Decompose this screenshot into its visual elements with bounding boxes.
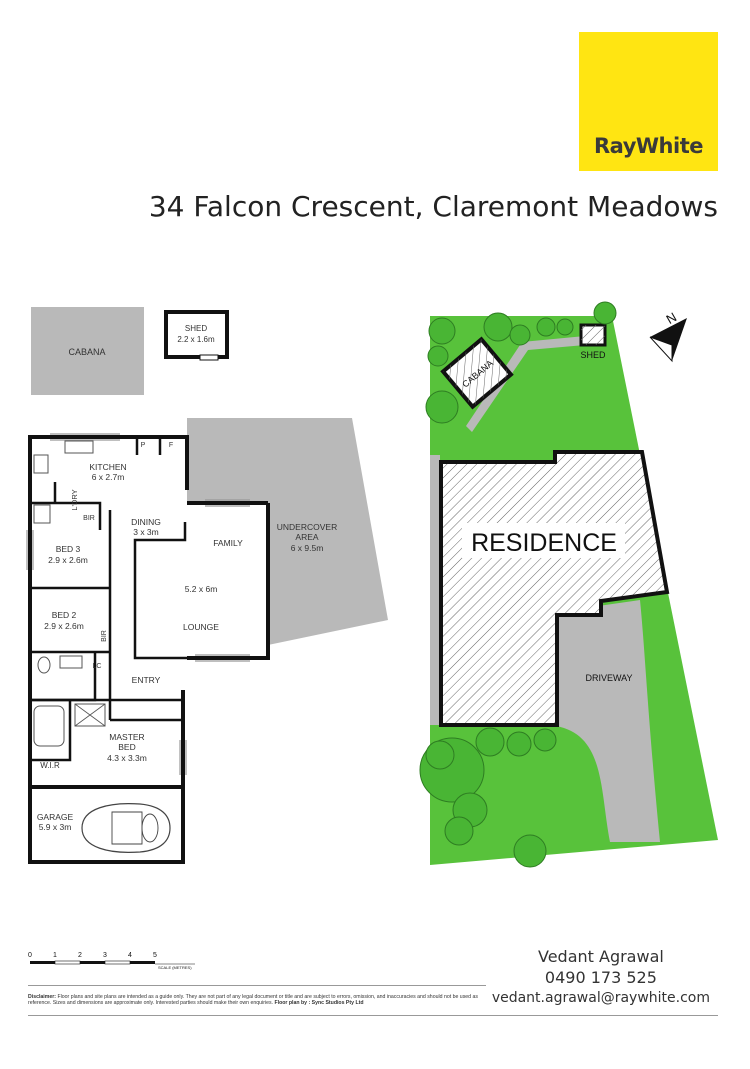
scale-tick-3: 3: [103, 952, 107, 959]
vanity: [59, 655, 83, 669]
site-plan: RESIDENCE CABANA SHED DRIVEWAY N: [419, 301, 718, 868]
undercover-label-1: UNDERCOVER: [277, 522, 337, 532]
lounge-label: LOUNGE: [183, 622, 219, 632]
garage-label: GARAGE: [37, 812, 74, 822]
bed2-size: 2.9 x 2.6m: [44, 621, 84, 631]
shed-label: SHED: [185, 324, 207, 333]
disclaimer-label: Disclaimer:: [28, 994, 56, 1000]
bed3-label: BED 3: [56, 544, 81, 554]
bed3-size: 2.9 x 2.6m: [48, 555, 88, 565]
garden-path: [466, 336, 585, 432]
residence-label-bg: [462, 523, 625, 558]
toilet: [37, 656, 51, 674]
residence-label: RESIDENCE: [471, 529, 617, 557]
shower: [74, 703, 106, 727]
scale-tick-4: 4: [128, 952, 132, 959]
agent-contact: Vedant Agrawal 0490 173 525 vedant.agraw…: [492, 946, 710, 1009]
disclaimer: Disclaimer: Floor plans and site plans a…: [28, 994, 486, 1007]
trees: [419, 301, 617, 868]
raywhite-logo: RayWhite: [579, 32, 718, 171]
dining-size: 3 x 3m: [133, 527, 159, 537]
cabana-block: [31, 307, 144, 395]
agent-name: Vedant Agrawal: [537, 947, 664, 966]
driveway-label: DRIVEWAY: [585, 673, 632, 683]
cooktop: [33, 454, 49, 474]
scale-tick-2: 2: [78, 952, 82, 959]
garage-size: 5.9 x 3m: [39, 822, 72, 832]
dining-label: DINING: [131, 517, 161, 527]
kitchen-size: 6 x 2.7m: [92, 472, 125, 482]
cabana-label: CABANA: [68, 347, 105, 357]
fridge-label: F: [169, 442, 173, 449]
kitchen-sink: [64, 440, 94, 454]
scale-tick-0: 0: [28, 952, 32, 959]
master-label-1: MASTER: [109, 732, 144, 742]
residence-outline: [439, 450, 670, 727]
master-size: 4.3 x 3.3m: [107, 753, 147, 763]
site-cabana: CABANA: [440, 336, 514, 410]
family-label: FAMILY: [213, 538, 243, 548]
scale-bar: 0 1 2 3 4 5 SCALE (METRES): [28, 952, 195, 970]
undercover-label-2: AREA: [295, 532, 318, 542]
shed-door: [199, 354, 219, 361]
driveway: [556, 600, 660, 842]
bed2-label: BED 2: [52, 610, 77, 620]
laundry-label: L'DRY: [70, 489, 79, 510]
wir-label: W.I.R: [40, 761, 60, 770]
disclaimer-credit: Floor plan by : Sync Studios Pty Ltd: [274, 1000, 364, 1007]
bir-label-bed3: BIR: [83, 515, 95, 522]
agent-email[interactable]: vedant.agrawal@raywhite.com: [491, 990, 710, 1006]
entry-label: ENTRY: [132, 675, 161, 685]
bir-label-bed2: BIR: [101, 630, 108, 642]
laundry-tub: [33, 504, 51, 524]
undercover-area: [187, 418, 388, 645]
disclaimer-text: Floor plans and site plans are intended …: [28, 994, 478, 1007]
site-shed-label: SHED: [580, 350, 606, 360]
master-label-2: BED: [118, 742, 135, 752]
windows: [26, 433, 250, 775]
linen-label: LC: [93, 663, 102, 670]
shed-outline: [164, 310, 229, 359]
lounge-size: 5.2 x 6m: [185, 584, 218, 594]
divider-bottom: [28, 1015, 718, 1016]
bathtub: [33, 705, 65, 747]
side-path: [430, 455, 440, 725]
page-title: 34 Falcon Crescent, Claremont Meadows: [148, 190, 718, 223]
divider-top: [28, 985, 486, 986]
shed-size: 2.2 x 1.6m: [177, 335, 215, 344]
interior-walls: [30, 437, 189, 762]
undercover-size: 6 x 9.5m: [291, 543, 324, 553]
scale-label: SCALE (METRES): [158, 965, 192, 970]
scale-tick-1: 1: [53, 952, 57, 959]
agent-phone[interactable]: 0490 173 525: [544, 968, 657, 987]
car-icon: [81, 803, 171, 853]
pantry-label: P: [141, 442, 146, 449]
north-arrow-icon: N: [649, 309, 687, 363]
logo-wordmark: RayWhite: [594, 134, 703, 158]
scale-tick-5: 5: [153, 952, 157, 959]
floor-plan: CABANA SHED 2.2 x 1.6m: [26, 307, 388, 864]
kitchen-label: KITCHEN: [89, 462, 126, 472]
